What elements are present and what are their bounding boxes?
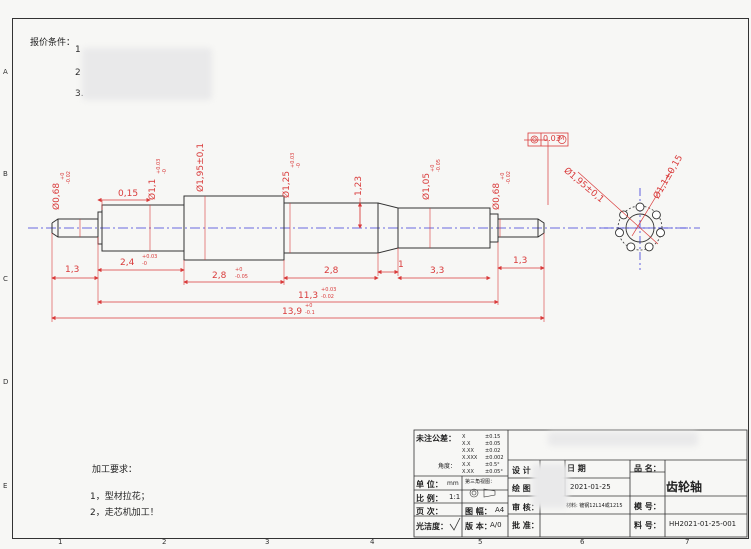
zone-number-7: 7 xyxy=(685,538,690,546)
unit-label: 单 位： xyxy=(416,480,443,489)
quote-item-2: 2 xyxy=(75,68,81,78)
concentricity-frame xyxy=(527,132,569,147)
draw-date: 2021-01-25 xyxy=(570,483,611,491)
sheet-value: A4 xyxy=(495,506,505,514)
dim-2-4: 2,4 xyxy=(120,258,135,268)
zone-number-3: 3 xyxy=(265,538,270,546)
version-value: A/0 xyxy=(490,521,502,529)
title-block-grid xyxy=(413,429,748,538)
dim-11-3-tol-top: +0.03 xyxy=(321,287,337,293)
dim-d1-95: Ø1,95±0,1 xyxy=(196,143,206,192)
zone-number-2: 2 xyxy=(162,538,167,546)
version-label: 版 本： xyxy=(465,522,492,531)
gear-end-view xyxy=(577,169,690,270)
dim-2-8-b: 2,8 xyxy=(324,266,339,276)
unit-value: mm xyxy=(447,480,459,487)
quote-conditions-label: 报价条件： xyxy=(30,38,76,48)
requirement-1: 1，型材拉花； xyxy=(90,492,150,502)
review-label: 审 核： xyxy=(512,503,539,512)
tol-row-2-val: ±0.05 xyxy=(485,441,501,447)
dim-11-3: 11,3 xyxy=(298,291,319,301)
drawing-frame xyxy=(12,18,749,539)
dim-0-15: 0,15 xyxy=(118,189,139,199)
tol-row-3-key: X.XX xyxy=(462,448,474,454)
sheet-label: 图 幅： xyxy=(465,507,492,516)
dim-1: 1 xyxy=(398,260,404,270)
zone-letter-c: C xyxy=(3,275,8,283)
angle-row-1-val: ±0.5° xyxy=(485,462,500,468)
angle-label: 角度： xyxy=(438,463,457,470)
dim-1-23: 1,23 xyxy=(354,175,364,196)
redacted-signatures xyxy=(532,464,568,508)
dim-d1-25: Ø1,25 xyxy=(282,170,292,198)
tol-row-3-val: ±0.02 xyxy=(485,448,501,454)
finish-label: 光洁度： xyxy=(416,522,448,531)
scale-label: 比 例： xyxy=(416,494,443,503)
material-text: 材料: 镀钢12L14或1215 xyxy=(566,503,623,509)
tolerance-label: 未注公差： xyxy=(416,434,456,443)
dim-2-4-tol-top: +0.03 xyxy=(142,254,158,260)
dim-d1-1: Ø1,1 xyxy=(148,178,158,200)
zone-letter-a: A xyxy=(3,68,8,76)
concentricity-value: 0.03 xyxy=(543,134,561,143)
surface-finish-symbol xyxy=(449,517,461,531)
dim-1-3-left: 1,3 xyxy=(65,265,80,275)
dim-3-3: 3,3 xyxy=(430,266,445,276)
dim-d0-68-right: Ø0,68 xyxy=(492,182,502,210)
draw-label: 绘 图 xyxy=(512,484,531,493)
dim-d0-68-right-tol-bot: -0.02 xyxy=(506,171,512,184)
design-label: 设 计 xyxy=(512,466,531,475)
requirement-2: 2，走芯机加工！ xyxy=(90,508,159,518)
model-label: 模 号： xyxy=(634,502,661,511)
redacted-conditions xyxy=(82,48,212,100)
tol-row-2-key: X.X xyxy=(462,441,471,447)
scale-value: 1:1 xyxy=(449,493,461,501)
zone-letter-d: D xyxy=(3,378,9,386)
dim-d1-05-tol-bot: -0.05 xyxy=(436,159,442,172)
third-angle-symbol xyxy=(469,488,496,498)
tol-row-1-val: ±0.15 xyxy=(485,434,501,440)
tol-row-4-val: ±0.002 xyxy=(485,455,504,461)
product-label: 品 名： xyxy=(634,464,661,473)
dim-d0-68-left: Ø0,68 xyxy=(52,182,62,210)
zone-letter-e: E xyxy=(3,482,8,490)
dim-d1-05: Ø1,05 xyxy=(422,172,432,200)
dim-2-4-tol-bot: -0 xyxy=(142,261,147,267)
angle-row-2-val: ±0.05° xyxy=(485,469,503,475)
dim-d0-68-left-tol-bot: -0.02 xyxy=(66,171,72,184)
projection-label: 第三角视图： xyxy=(465,479,496,485)
zone-number-6: 6 xyxy=(580,538,585,546)
page-label: 页 次： xyxy=(416,507,443,516)
dim-11-3-tol-bot: -0.02 xyxy=(321,294,334,300)
requirements-title: 加工要求： xyxy=(92,465,138,475)
dim-d1-1-tol-bot: -0 xyxy=(162,169,168,174)
product-name: 齿轮轴 xyxy=(666,480,703,494)
approve-label: 批 准： xyxy=(512,521,539,530)
tol-row-1-key: X xyxy=(462,434,466,440)
part-number: HH2021-01-25-001 xyxy=(669,520,737,528)
dim-2-8-a-tol-bot: -0.05 xyxy=(235,274,248,280)
angle-row-2-key: X.XX xyxy=(462,469,474,475)
angle-row-1-key: X.X xyxy=(462,462,471,468)
redacted-company xyxy=(548,432,698,446)
part-label: 料 号： xyxy=(634,521,661,530)
dim-2-8-a-tol-top: +0 xyxy=(235,267,243,273)
dim-13-9: 13,9 xyxy=(282,307,303,317)
dim-1-3-right: 1,3 xyxy=(513,256,528,266)
date-label: 日 期 xyxy=(567,464,586,473)
dim-13-9-tol-top: +0 xyxy=(305,303,313,309)
tol-row-4-key: X.XXX xyxy=(462,455,478,461)
quote-item-3: 3. xyxy=(75,89,84,99)
dim-13-9-tol-bot: -0.1 xyxy=(305,310,315,316)
concentricity-ref: M xyxy=(559,135,565,142)
zone-number-4: 4 xyxy=(370,538,375,546)
zone-letter-b: B xyxy=(3,170,8,178)
dim-d1-25-tol-bot: -0 xyxy=(296,163,302,168)
zone-number-1: 1 xyxy=(58,538,63,546)
zone-number-5: 5 xyxy=(478,538,483,546)
dim-2-8-a: 2,8 xyxy=(212,271,227,281)
quote-item-1: 1 xyxy=(75,45,81,55)
